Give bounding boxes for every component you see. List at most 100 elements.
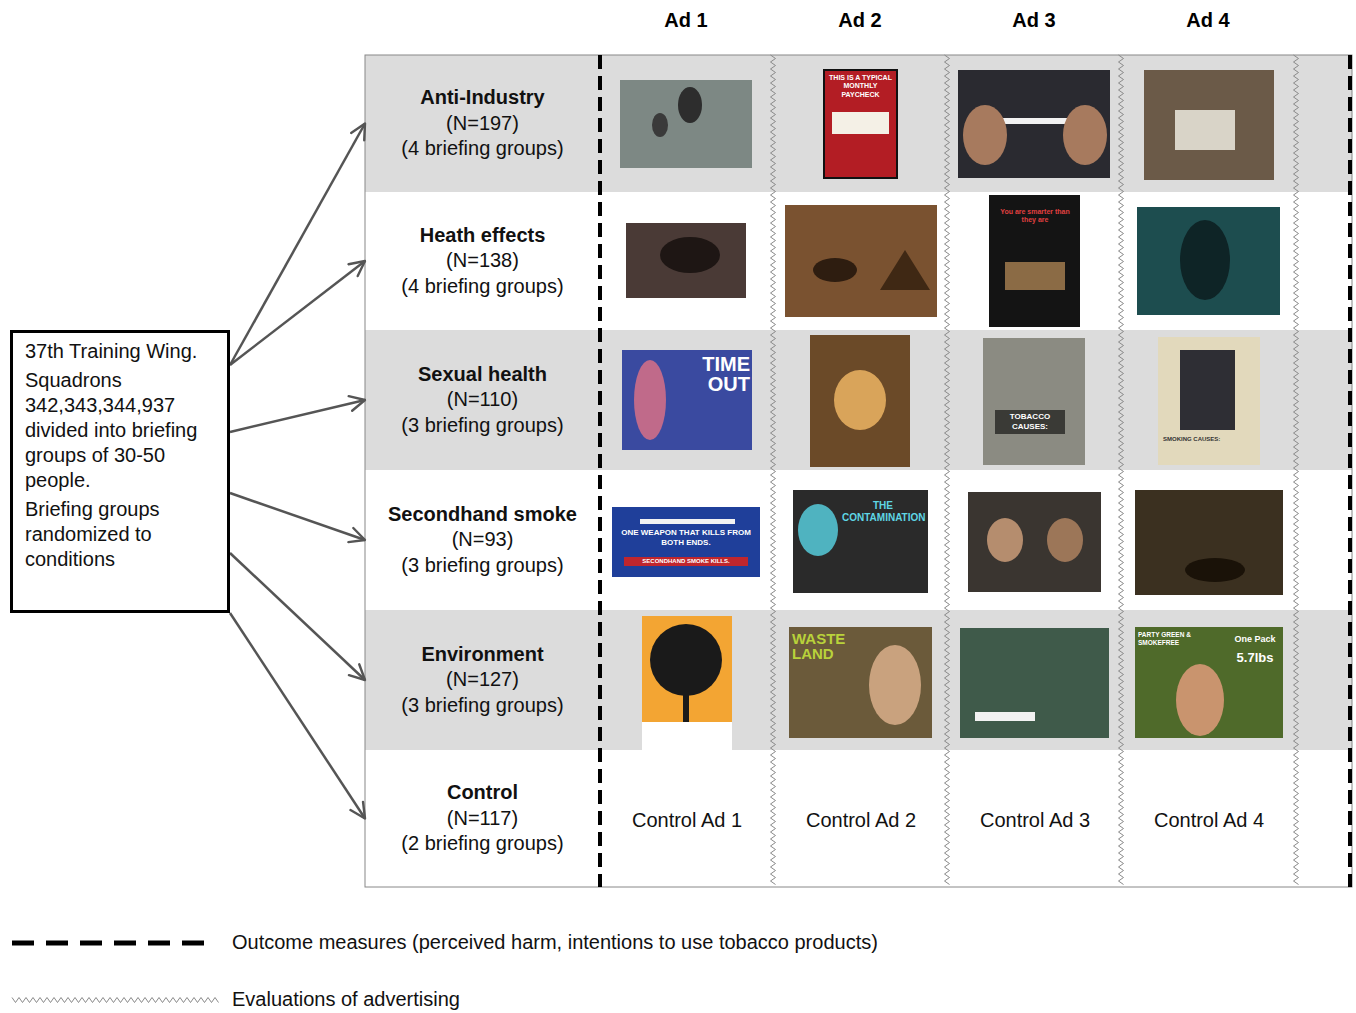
- ad-image: [793, 490, 928, 593]
- node-heading: Environment: [421, 642, 543, 667]
- row-band: [365, 330, 1352, 470]
- node-text: (N=117): [447, 806, 518, 831]
- outcome-divider: [598, 55, 602, 887]
- node-text: (N=110): [447, 387, 518, 412]
- assignment-arrow: [230, 613, 365, 819]
- condition-cell: Anti-Industry(N=197)(4 briefing groups): [365, 55, 600, 192]
- ad-text: TIME OUT: [684, 354, 750, 394]
- ad-figure: [1175, 110, 1235, 150]
- column-header: Ad 4: [1148, 6, 1268, 34]
- ad-figure: [1176, 664, 1224, 736]
- column-header: Ad 1: [626, 6, 746, 34]
- legend-text: Evaluations of advertising: [232, 988, 460, 1011]
- legend-wavy-sample: [12, 998, 219, 1003]
- ad-image: [989, 195, 1080, 327]
- ad-image: [824, 70, 897, 178]
- population-box: 37th Training Wing. Squadrons 342,343,344…: [10, 330, 230, 613]
- ad-figure: [832, 112, 889, 134]
- condition-cell: Environment(N=127)(3 briefing groups): [365, 610, 600, 750]
- legend-text: Outcome measures (perceived harm, intent…: [232, 931, 878, 954]
- outcome-divider: [1348, 55, 1352, 887]
- ad-figure: [798, 504, 838, 556]
- ad-figure: [1180, 350, 1235, 430]
- assignment-arrow: [230, 124, 365, 366]
- ad-figure: [1005, 262, 1065, 290]
- legend-dash-sample: [12, 941, 210, 946]
- ad-text: SECONDHAND SMOKE KILLS.: [624, 557, 748, 566]
- ad-figure: [650, 624, 722, 696]
- table-cell: Control Ad 1: [606, 806, 768, 834]
- node-text: (2 briefing groups): [401, 831, 563, 856]
- ad-text: One Pack: [1230, 634, 1280, 645]
- ad-figure: [880, 250, 930, 290]
- ad-figure: [634, 360, 666, 440]
- assignment-arrow: [230, 553, 365, 680]
- condition-cell: Sexual health(N=110)(3 briefing groups): [365, 330, 600, 470]
- node-text: Briefing groups randomized to conditions: [25, 497, 217, 572]
- evaluation-divider: [945, 55, 950, 885]
- table-cell: Control Ad 4: [1128, 806, 1290, 834]
- ad-image: [958, 70, 1110, 178]
- ad-image: [642, 616, 732, 750]
- ad-figure: [995, 410, 1065, 434]
- node-heading: Secondhand smoke: [388, 502, 577, 527]
- ad-figure: [678, 87, 702, 123]
- node-text: Squadrons 342,343,344,937 divided into b…: [25, 368, 217, 493]
- ad-text: THE CONTAMINATION: [842, 500, 924, 524]
- node-heading: Sexual health: [418, 362, 547, 387]
- node-heading: 37th Training Wing.: [25, 339, 217, 364]
- ad-image: [785, 205, 937, 317]
- ad-image: [1135, 627, 1283, 738]
- evaluation-divider: [1119, 55, 1124, 885]
- ad-figure: [1047, 518, 1083, 562]
- node-text: (N=127): [446, 667, 519, 692]
- table-border: [365, 55, 1352, 887]
- ad-text: PARTY GREEN & SMOKEFREE: [1138, 631, 1194, 647]
- ad-figure: [1185, 558, 1245, 582]
- ad-text: SMOKING CAUSES:: [1163, 436, 1227, 443]
- node-heading: Control: [447, 780, 518, 805]
- ad-image: [612, 507, 760, 577]
- ad-image: [626, 223, 746, 298]
- ad-image: [789, 627, 932, 738]
- row-band: [365, 610, 1352, 750]
- ad-image: [622, 350, 752, 450]
- ad-text: THIS IS A TYPICAL MONTHLY PAYCHECK: [828, 74, 893, 99]
- node-text: (4 briefing groups): [401, 274, 563, 299]
- row-bands: [365, 55, 1352, 887]
- ad-figure: [642, 722, 732, 750]
- ad-figure: [869, 645, 921, 725]
- column-dividers: [600, 55, 1350, 887]
- ad-figure: [834, 370, 886, 430]
- evaluation-divider: [771, 55, 776, 885]
- condition-cell: Secondhand smoke(N=93)(3 briefing groups…: [365, 470, 600, 610]
- node-heading: Heath effects: [420, 223, 546, 248]
- ad-text: TOBACCO CAUSES:: [997, 412, 1063, 431]
- node-text: (3 briefing groups): [401, 693, 563, 718]
- node-text: (N=138): [446, 248, 519, 273]
- node-heading: Anti-Industry: [420, 85, 544, 110]
- ad-figure: [660, 237, 720, 273]
- legend-samples: [12, 943, 219, 1003]
- row-band: [365, 55, 1352, 192]
- table-cell: Control Ad 3: [954, 806, 1116, 834]
- condition-cell: Heath effects(N=138)(4 briefing groups): [365, 192, 600, 330]
- column-header: Ad 3: [974, 6, 1094, 34]
- ad-figure: [652, 113, 668, 137]
- ad-image: [983, 338, 1085, 465]
- ad-image: [1135, 490, 1283, 595]
- ad-image: [810, 335, 910, 467]
- node-text: (3 briefing groups): [401, 413, 563, 438]
- assignment-arrow: [230, 400, 365, 432]
- ad-image: [960, 628, 1109, 738]
- ad-image: [1158, 337, 1260, 465]
- assignment-arrow: [230, 493, 365, 540]
- node-text: (N=93): [452, 527, 514, 552]
- ad-text: ONE WEAPON THAT KILLS FROM BOTH ENDS.: [616, 528, 756, 547]
- ad-figure: [1063, 105, 1107, 165]
- condition-cell: Control(N=117)(2 briefing groups): [365, 750, 600, 887]
- ad-figure: [987, 518, 1023, 562]
- column-header: Ad 2: [800, 6, 920, 34]
- node-text: (3 briefing groups): [401, 553, 563, 578]
- ad-figure: [813, 258, 857, 282]
